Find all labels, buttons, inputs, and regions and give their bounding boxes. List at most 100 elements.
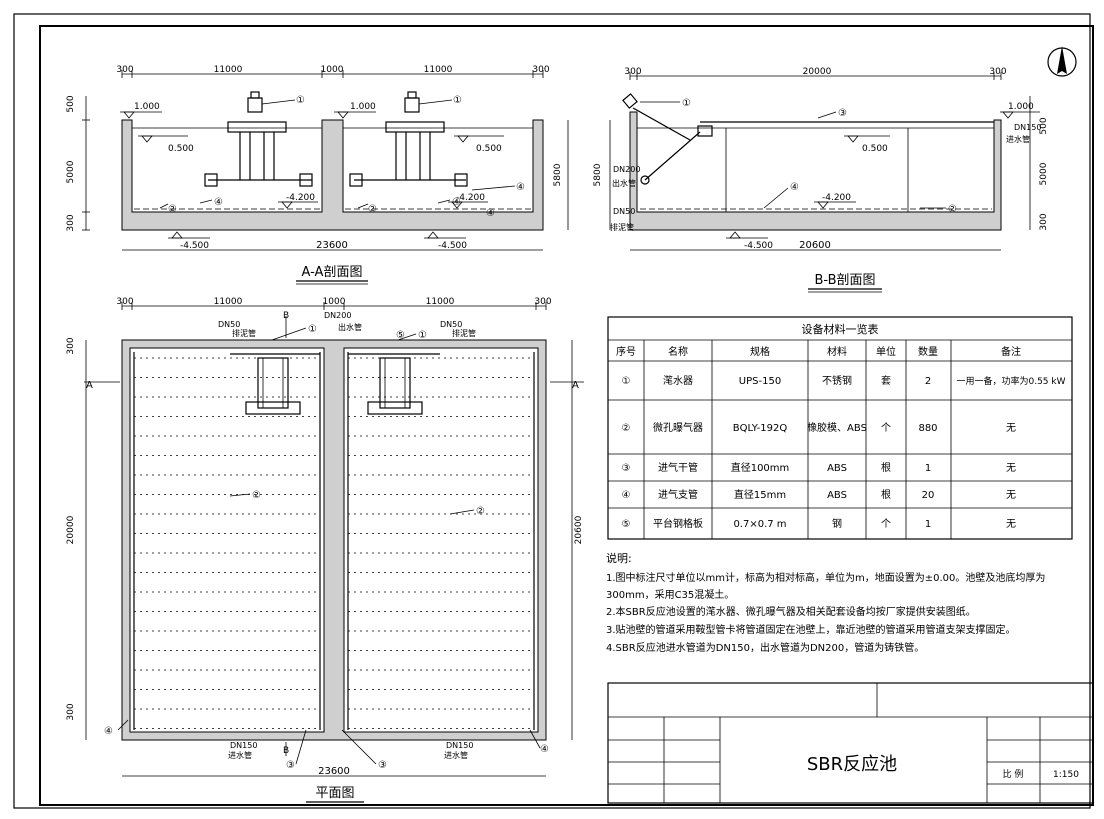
table-header-cell: 数量 [918, 345, 938, 358]
aa-level-5: -4.200 [286, 193, 315, 203]
aa-dim-left-2: 5000 [66, 160, 76, 183]
bb-dim-right-2: 5000 [1039, 162, 1049, 185]
aa-dim-left-1: 500 [66, 95, 76, 112]
plan-pipe-label-4: 出水管 [338, 322, 362, 332]
notes-line-5: 4.SBR反应池进水管道为DN150，出水管道为DN200，管道为铸铁管。 [606, 641, 924, 654]
table-cell: 880 [918, 423, 937, 434]
scale-label: 比 例 [1003, 768, 1024, 780]
table-cell: ABS [827, 463, 847, 474]
plan-callout-7: ④ [540, 744, 549, 755]
aa-tank-walls [121, 119, 544, 231]
table-cell: 直径15mm [734, 488, 786, 501]
plan-dim-top-1: 300 [116, 297, 133, 307]
bb-dim-right-1: 500 [1039, 117, 1049, 134]
bb-pipe-label-4: 排泥管 [610, 222, 634, 232]
aa-dim-top-4: 11000 [424, 65, 453, 75]
plan-tank-walls [121, 339, 547, 741]
plan-dim-bottom: 23600 [318, 766, 350, 777]
plan-dim-left-3: 300 [66, 703, 76, 720]
aa-dim-bottom: 23600 [316, 240, 348, 251]
bb-dim-top-1: 300 [624, 67, 641, 77]
plan-title: 平面图 [315, 786, 354, 801]
bb-dim-top-3: 300 [989, 67, 1006, 77]
aa-level-3: 0.500 [168, 144, 194, 154]
table-cell: 无 [1006, 463, 1016, 474]
scale-value: 1:150 [1053, 770, 1079, 780]
bb-dim-top-2: 20000 [803, 67, 832, 77]
bb-callout-2: ③ [838, 108, 847, 119]
plan-dim-top-4: 11000 [426, 297, 455, 307]
plan-callout-5: ② [476, 506, 485, 517]
plan-pipe-label-2: 排泥管 [232, 328, 256, 338]
table-cell: 无 [1006, 423, 1016, 434]
table-cell: 个 [881, 422, 891, 434]
table-cell: 滗水器 [663, 374, 693, 387]
notes-line-2: 300mm，采用C35混凝土。 [606, 588, 734, 601]
plan-callout-9: ③ [378, 760, 387, 771]
aa-title: A-A剖面图 [302, 265, 363, 280]
aa-decanter-left [204, 91, 313, 187]
bb-pipe-label-6: 进水管 [1006, 134, 1030, 144]
bb-callout-3: ④ [790, 182, 799, 193]
bb-callout-1: ① [682, 98, 691, 109]
table-cell: 橡胶模、ABS [807, 421, 867, 434]
table-cell: ⑤ [622, 519, 631, 530]
plan-section-mark-b-bottom: B [283, 746, 289, 756]
bb-level-2: 0.500 [862, 144, 888, 154]
plan-dim-right: 20600 [574, 515, 584, 544]
aa-dim-top-2: 11000 [214, 65, 243, 75]
bb-decanter [622, 93, 713, 185]
plan-callout-8: ③ [286, 760, 295, 771]
table-cell: ① [622, 376, 631, 387]
plan-section-mark-a-left: A [86, 380, 93, 391]
plan-decanter-left [230, 353, 320, 415]
plan-pipe-label-8: 进水管 [228, 750, 252, 760]
table-cell: ④ [622, 490, 631, 501]
bb-tank-walls [629, 111, 1002, 231]
table-cell: 根 [881, 461, 891, 474]
bb-pipe-label-3: DN50 [613, 207, 635, 216]
title-block: SBR反应池 比 例 1:150 [607, 682, 1094, 804]
bb-dim-right-3: 300 [1039, 213, 1049, 230]
plan-callout-4: ② [252, 490, 261, 501]
aa-callout-6: ④ [452, 197, 461, 208]
plan-callout-1: ① [308, 324, 317, 335]
notes-heading: 说明: [606, 551, 632, 565]
plan-callout-6: ④ [104, 726, 113, 737]
table-header-cell: 单位 [876, 345, 896, 358]
plan-dim-top-5: 300 [534, 297, 551, 307]
plan-pipe-label-10: 进水管 [444, 750, 468, 760]
table-cell: 直径100mm [731, 461, 790, 474]
aa-level-1: 1.000 [134, 102, 160, 112]
notes-line-4: 3.贴池壁的管道采用鞍型管卡将管道固定在池壁上，靠近池壁的管道采用管道支架支撑固… [606, 623, 1016, 636]
plan-decanter-right [348, 353, 440, 415]
table-cell: ② [622, 423, 631, 434]
plan-pipe-label-5: DN50 [440, 320, 462, 329]
bb-dim-bottom: 20600 [799, 240, 831, 251]
sheet-inner-border [39, 25, 1094, 806]
aa-dim-left-3: 300 [66, 214, 76, 231]
bb-level-4: -4.500 [744, 241, 773, 251]
aeration-grid [133, 352, 535, 730]
plan-dim-left-2: 20000 [66, 515, 76, 544]
bb-level-1: 1.000 [1008, 102, 1034, 112]
aa-level-7: -4.500 [180, 241, 209, 251]
table-cell: BQLY-192Q [733, 423, 788, 434]
table-cell: 无 [1006, 519, 1016, 530]
table-cell: 20 [922, 490, 935, 501]
aa-dim-right: 5800 [553, 163, 563, 186]
table-cell: 进气干管 [658, 461, 698, 474]
aa-level-4: 0.500 [476, 144, 502, 154]
sheet-outer-border [13, 13, 1091, 809]
aa-callout-4: ② [368, 204, 377, 215]
table-header-cell: 规格 [750, 345, 770, 358]
table-header-cell: 名称 [668, 345, 688, 358]
bb-dim-left: 5800 [593, 163, 603, 186]
aa-decanter-right [349, 91, 468, 187]
aa-dim-top-1: 300 [116, 65, 133, 75]
aa-callout-7: ④ [516, 182, 525, 193]
bb-callout-4: ② [948, 204, 957, 215]
section-bb: 300 20000 300 5800 500 5000 300 [593, 67, 1049, 293]
plan-section-mark-a-right: A [572, 380, 579, 391]
